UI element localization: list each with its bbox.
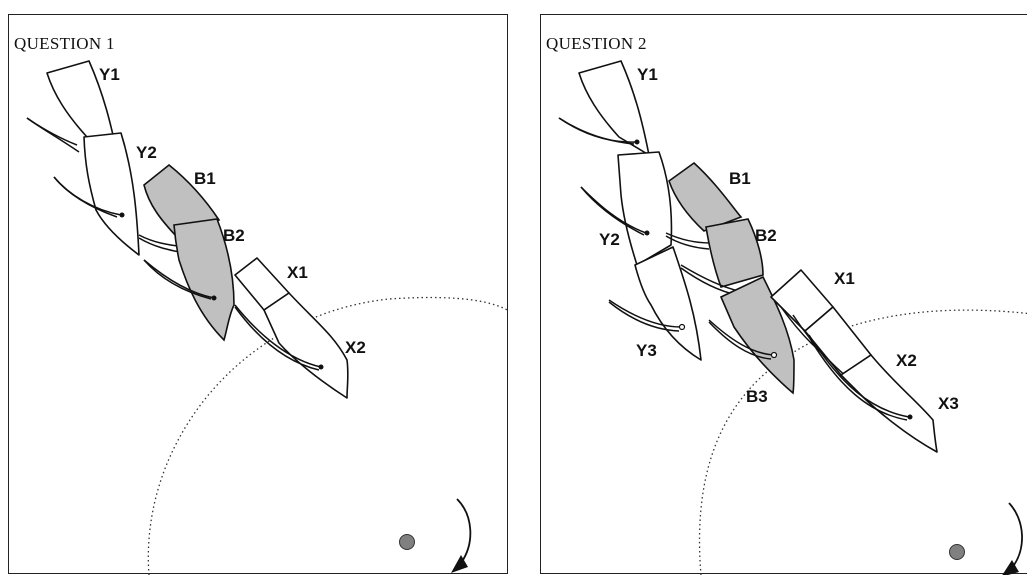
label-B2: B2 (223, 226, 245, 245)
label-X1: X1 (834, 269, 855, 288)
piece-X2 (235, 293, 348, 398)
label-Y2: Y2 (136, 143, 157, 162)
piece-Y2 (54, 133, 139, 255)
label-X2: X2 (896, 351, 917, 370)
label-X3: X3 (938, 394, 959, 413)
label-X2: X2 (345, 338, 366, 357)
label-B3: B3 (746, 387, 768, 406)
label-B1: B1 (729, 169, 751, 188)
rotation-arrow-icon (1001, 503, 1022, 575)
piece-Y1 (559, 61, 649, 155)
question-1-diagram: Y1 Y2 B1 B2 X1 X2 (9, 15, 509, 575)
question-2-diagram: Y1 B1 B2 Y2 X1 Y3 X2 B3 X3 (541, 15, 1027, 575)
label-B1: B1 (194, 169, 216, 188)
question-2-panel: QUESTION 2 (540, 14, 1027, 574)
piece-B2 (144, 219, 234, 340)
piece-Y2 (581, 152, 672, 265)
label-Y2: Y2 (599, 230, 620, 249)
label-X1: X1 (287, 263, 308, 282)
label-Y3: Y3 (636, 341, 657, 360)
label-Y1: Y1 (99, 65, 120, 84)
center-marker-icon (400, 535, 415, 550)
label-Y1: Y1 (637, 65, 658, 84)
label-B2: B2 (755, 226, 777, 245)
rotation-arrow-icon (451, 499, 470, 573)
center-marker-icon (950, 545, 965, 560)
question-1-panel: QUESTION 1 (8, 14, 508, 574)
